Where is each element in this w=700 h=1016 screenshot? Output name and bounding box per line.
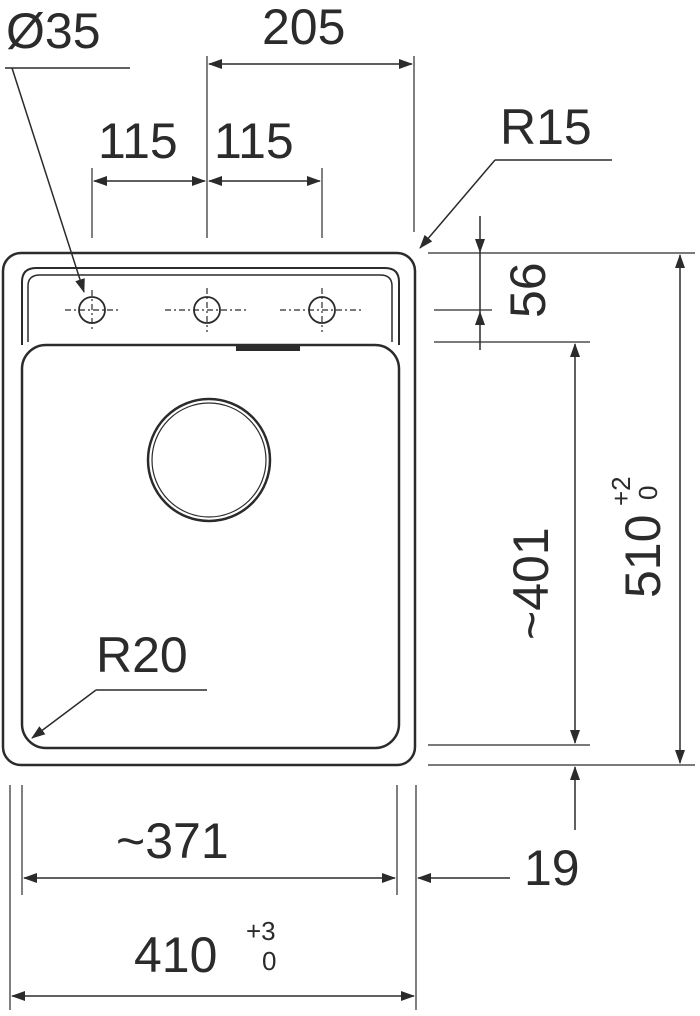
sink-bowl	[20, 343, 401, 750]
overflow-slot	[236, 345, 300, 351]
leader-diameter	[11, 67, 85, 293]
bowl-depth-label: ~401	[503, 527, 559, 640]
sink-ledge-outline	[21, 267, 400, 345]
drain-inner-circle	[151, 402, 267, 518]
tap-spacing-left-label: 115	[98, 113, 178, 169]
total-depth-label: 510 +2 0	[606, 476, 671, 598]
extension-lines	[9, 56, 695, 1010]
leader-r20	[31, 689, 97, 739]
leader-lines	[5, 67, 612, 739]
total-depth-tol-minus: 0	[633, 486, 663, 500]
drain-outer-circle	[146, 397, 272, 523]
tap-hole-left	[65, 290, 119, 332]
sink-outer-rim	[1, 251, 417, 767]
bowl-width-label: ~371	[116, 813, 229, 869]
total-width-tol-plus: +3	[246, 916, 276, 946]
tap-hole-center	[165, 288, 249, 332]
corner-radius-outer-label: R15	[500, 99, 592, 155]
total-width-label: 410 +3 0	[134, 916, 276, 983]
sink-ledge-inner-line	[27, 274, 393, 342]
sink-outline	[1, 251, 417, 767]
total-width-value: 410	[134, 927, 217, 983]
corner-radius-bowl-label: R20	[96, 627, 188, 683]
tap-spacing-right-label: 115	[214, 113, 294, 169]
top-span-label: 205	[262, 0, 345, 55]
tap-hole-right	[280, 288, 364, 332]
edge-offset-label: 19	[524, 840, 580, 896]
total-depth-value: 510	[615, 515, 671, 598]
total-width-tol-minus: 0	[262, 946, 276, 976]
tap-hole-diameter-label: Ø35	[6, 3, 101, 59]
dimension-lines	[11, 59, 685, 1001]
tap-holes	[65, 288, 364, 332]
leader-r15	[419, 159, 496, 249]
total-depth-tol-plus: +2	[606, 476, 636, 506]
ledge-depth-label: 56	[500, 262, 556, 318]
